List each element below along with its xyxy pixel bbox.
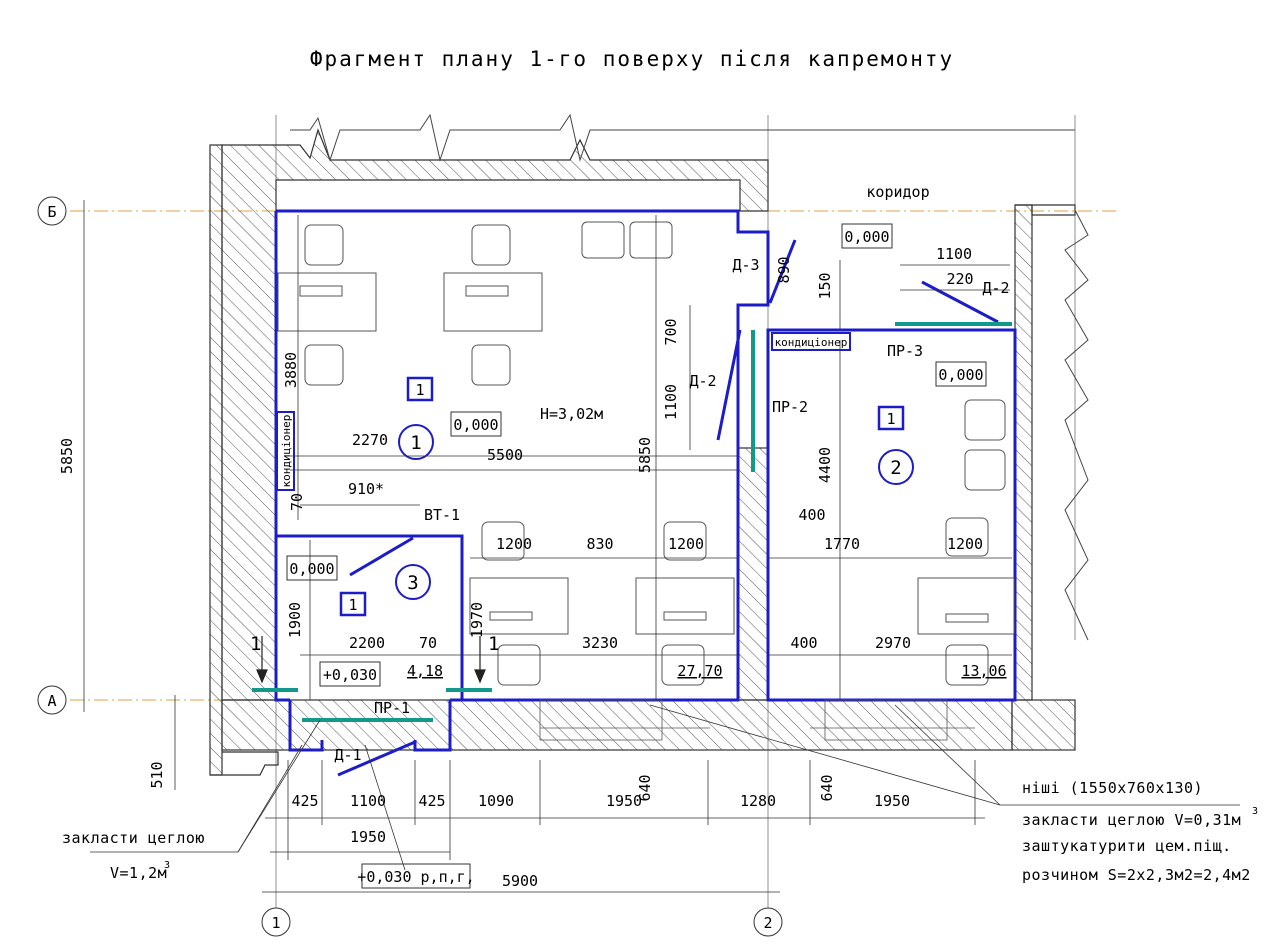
dim-bottom-1100: 1100 — [350, 792, 386, 810]
dim-830: 830 — [586, 535, 613, 553]
dim-bottom-1950-a: 1950 — [606, 792, 642, 810]
dim-2200: 2200 — [349, 634, 385, 652]
ac-label-room1: кондиціонер — [280, 415, 293, 488]
dim-bottom-1280: 1280 — [740, 792, 776, 810]
dim-bottom-640-a: 640 — [636, 774, 654, 801]
dim-1200-b: 1200 — [668, 535, 704, 553]
room3-number: 3 — [407, 572, 418, 594]
dim-2270: 2270 — [352, 431, 388, 449]
dim-1100: 1100 — [936, 245, 972, 263]
dim-4400: 4400 — [816, 447, 834, 483]
window-niches — [539, 699, 975, 741]
section-markers — [256, 636, 486, 684]
vertical-guides — [275, 115, 1076, 910]
section-mark-right: 1 — [488, 633, 499, 655]
ac-label-room2: кондиціонер — [775, 336, 848, 349]
room1-category: 1 — [415, 381, 424, 399]
dim-400-bottom: 400 — [790, 634, 817, 652]
opening-pr1: ПР-1 — [374, 699, 410, 717]
openings-teal — [252, 322, 1012, 722]
dim-3880: 3880 — [282, 352, 300, 388]
room3-area: 4,18 — [407, 662, 443, 680]
room2-level: 0,000 — [938, 366, 983, 384]
door-d3: Д-3 — [732, 256, 759, 274]
dim-400-top: 400 — [798, 506, 825, 524]
axis-bubbles — [37, 196, 783, 937]
door-vt1: ВТ-1 — [424, 506, 460, 524]
axis-label-2: 2 — [763, 914, 772, 932]
dim-2970: 2970 — [875, 634, 911, 652]
room3-level: 0,000 — [289, 560, 334, 578]
dim-1900: 1900 — [286, 602, 304, 638]
dim-700: 700 — [662, 318, 680, 345]
room3-category: 1 — [348, 596, 357, 614]
dimension-lines — [83, 200, 1240, 893]
note-brick-left-1: закласти цеглою — [62, 829, 205, 847]
door-d2-left: Д-2 — [689, 372, 716, 390]
dim-bottom-425-a: 425 — [291, 792, 318, 810]
note-brick-left-sup: 3 — [164, 860, 170, 871]
room1-area: 27,70 — [677, 662, 722, 680]
room2-category: 1 — [886, 410, 895, 428]
dim-5500: 5500 — [487, 446, 523, 464]
axis-label-b: Б — [47, 203, 56, 221]
dim-70-a: 70 — [288, 493, 306, 511]
dim-bottom-1950-b: 1950 — [874, 792, 910, 810]
dim-overall-height: 5850 — [58, 438, 76, 474]
note-brick-right: закласти цеглою V=0,31м — [1022, 811, 1241, 829]
level-boxes — [286, 223, 987, 889]
note-brick-left-2: V=1,2м — [110, 864, 167, 882]
opening-pr3: ПР-3 — [887, 342, 923, 360]
plan-title: Фрагмент плану 1-го поверху після капрем… — [310, 47, 954, 71]
dim-bottom-5900: 5900 — [502, 872, 538, 890]
corridor-level: 0,000 — [844, 228, 889, 246]
axis-label-a: А — [47, 692, 56, 710]
opening-pr2: ПР-2 — [772, 398, 808, 416]
dim-890: 890 — [775, 256, 793, 283]
new-partitions — [274, 209, 1017, 777]
dim-220: 220 — [946, 270, 973, 288]
room1-height: H=3,02м — [540, 405, 603, 423]
entry-level-note: +0,030 р,п,г, — [357, 868, 474, 886]
section-mark-left: 1 — [250, 633, 261, 655]
dim-150: 150 — [816, 272, 834, 299]
dim-1200-c: 1200 — [947, 535, 983, 553]
room2-number: 2 — [890, 457, 901, 479]
note-brick-right-sup: 3 — [1252, 806, 1258, 817]
corridor-name: коридор — [866, 183, 929, 201]
door-d1: Д-1 — [334, 746, 361, 764]
dim-1770: 1770 — [824, 535, 860, 553]
dim-510: 510 — [148, 761, 166, 788]
dim-70-b: 70 — [419, 634, 437, 652]
entry-level: +0,030 — [323, 666, 377, 684]
dim-5850-room: 5850 — [636, 437, 654, 473]
dim-1100-vert: 1100 — [662, 384, 680, 420]
dim-1200-a: 1200 — [496, 535, 532, 553]
dim-3230: 3230 — [582, 634, 618, 652]
room1-number: 1 — [410, 432, 421, 454]
dim-1970: 1970 — [468, 602, 486, 638]
note-plaster-2: розчином S=2х2,3м2=2,4м2 — [1022, 866, 1251, 884]
break-lines — [290, 113, 1089, 641]
door-d2-right: Д-2 — [982, 279, 1009, 297]
dim-bottom-1090: 1090 — [478, 792, 514, 810]
note-niches: ніші (1550х760х130) — [1022, 779, 1203, 797]
dim-bottom-1950-c: 1950 — [350, 828, 386, 846]
room2-area: 13,06 — [961, 662, 1006, 680]
dim-bottom-425-b: 425 — [418, 792, 445, 810]
room1-level: 0,000 — [453, 416, 498, 434]
note-plaster-1: заштукатурити цем.піщ. — [1022, 837, 1232, 855]
furniture — [277, 221, 1015, 686]
dim-910: 910* — [348, 480, 384, 498]
dim-bottom-640-b: 640 — [818, 774, 836, 801]
axis-label-1: 1 — [271, 914, 280, 932]
